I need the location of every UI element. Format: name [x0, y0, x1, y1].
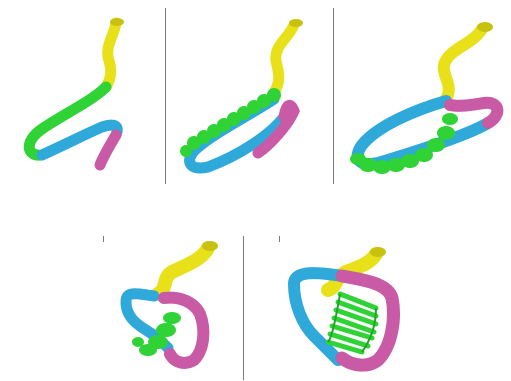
- panel-5: [284, 238, 416, 378]
- panel-3: [338, 5, 506, 185]
- yellow-segment: [444, 29, 482, 99]
- tube-model-4: [108, 238, 240, 378]
- tube-model-3: [338, 5, 506, 185]
- yellow-segment: [274, 25, 294, 93]
- yellow-cap: [289, 19, 303, 27]
- panel-1: [2, 5, 162, 185]
- tube-model-5: [284, 238, 416, 378]
- panel-divider: [279, 236, 280, 242]
- panel-4: [108, 238, 240, 378]
- panel-divider: [103, 236, 104, 242]
- yellow-cap: [477, 22, 493, 32]
- yellow-cap: [370, 247, 386, 257]
- tube-model-2: [170, 5, 330, 185]
- panel-2: [170, 5, 330, 185]
- yellow-segment: [106, 23, 116, 87]
- pink-segment: [100, 135, 116, 165]
- pink-segment: [258, 105, 294, 153]
- panel-divider: [243, 236, 244, 380]
- yellow-cap: [202, 241, 218, 251]
- panel-divider: [165, 8, 166, 184]
- yellow-segment: [158, 248, 208, 294]
- yellow-cap: [110, 18, 124, 26]
- tube-model-1: [2, 5, 162, 185]
- panel-divider: [333, 8, 334, 184]
